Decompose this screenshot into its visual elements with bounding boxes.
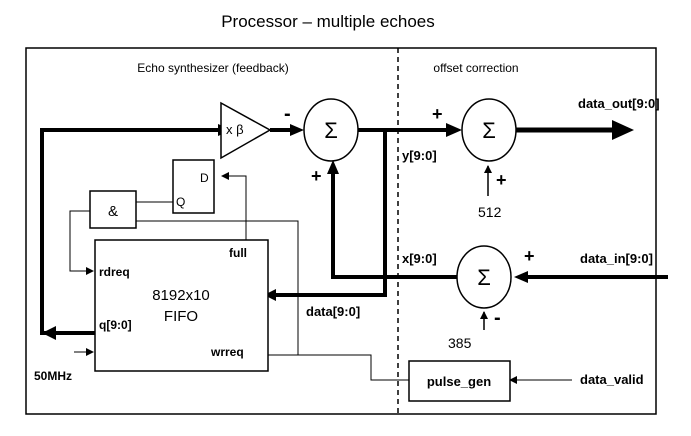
fifo-q-label: q[9:0]	[99, 318, 132, 332]
data-out-label: data_out[9:0]	[578, 96, 660, 111]
sum2-plus-top-sign: +	[432, 104, 443, 124]
and-gate-block	[89, 190, 137, 229]
q-arrowhead	[42, 326, 56, 340]
const-512-label: 512	[478, 204, 502, 220]
data-valid-label: data_valid	[580, 372, 644, 387]
sum1-bottom-arrowhead	[327, 160, 339, 174]
sum1-input-arrowhead	[290, 124, 304, 136]
data-label: data[9:0]	[306, 304, 360, 319]
multiplier-block	[220, 101, 272, 160]
sum1-sigma: Σ	[324, 118, 338, 143]
fifo-name-label: FIFO	[164, 308, 198, 325]
data-out-arrowhead	[612, 120, 634, 140]
x-wire	[331, 170, 458, 279]
outer-frame	[25, 47, 657, 415]
dff-q-label: Q	[176, 195, 185, 209]
sum2-node	[461, 98, 517, 162]
full-to-d-wire	[221, 172, 247, 240]
sum1-minus-sign: -	[284, 103, 291, 125]
pulse-gen-block	[408, 360, 511, 402]
fifo-data-arrowhead	[264, 289, 276, 301]
echo-region-label: Echo synthesizer (feedback)	[137, 61, 288, 75]
data-to-fifo-wire	[272, 130, 387, 297]
fifo-rdreq-label: rdreq	[99, 265, 130, 279]
and-to-rdreq-wire	[69, 210, 94, 275]
pulse-wire	[136, 220, 409, 381]
sum2-plus-bottom-sign: +	[496, 170, 507, 190]
fifo-full-label: full	[229, 246, 247, 260]
dff-d-label: D	[200, 171, 209, 185]
and-gate-label: &	[108, 203, 118, 220]
sum3-sigma: Σ	[477, 265, 491, 290]
fifo-size-label: 8192x10	[152, 287, 210, 304]
sum3-node	[456, 245, 512, 309]
fifo-block	[94, 239, 269, 372]
sum1-node	[303, 98, 359, 162]
multiplier-label: x β	[226, 122, 244, 137]
dff-block	[172, 159, 215, 214]
sum3-minus-sign: -	[494, 307, 501, 329]
clk-label: 50MHz	[34, 369, 72, 383]
sum2-input-arrowhead	[446, 123, 462, 137]
const-385-label: 385	[448, 335, 472, 351]
sum3-input-arrowhead	[514, 271, 528, 283]
fifo-q-feedback-wire	[40, 128, 226, 335]
sum2-sigma: Σ	[482, 118, 496, 143]
data-in-label: data_in[9:0]	[580, 251, 653, 266]
diagram-title: Processor – multiple echoes	[221, 12, 435, 31]
sum3-plus-sign: +	[524, 246, 535, 266]
x-label: x[9:0]	[402, 251, 437, 266]
pulse-gen-label: pulse_gen	[427, 374, 491, 389]
fifo-wrreq-label: wrreq	[210, 345, 244, 359]
sum1-plus-sign: +	[311, 166, 322, 186]
y-label: y[9:0]	[402, 148, 437, 163]
offset-region-label: offset correction	[433, 61, 518, 75]
